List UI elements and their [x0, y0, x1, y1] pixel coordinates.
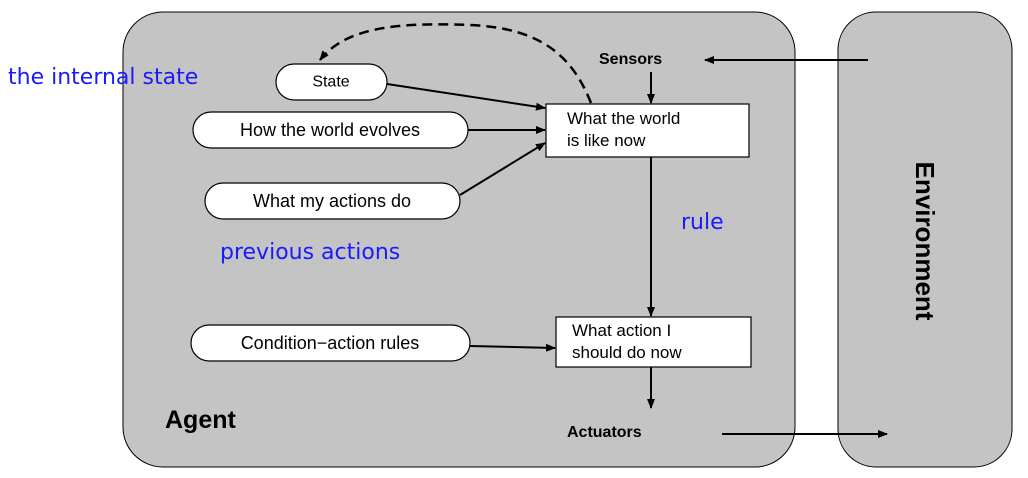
- box-world-now: What the world is like now: [545, 103, 750, 158]
- arrow-actions-to-world: [459, 142, 546, 196]
- oval-world-evolves: How the world evolves: [192, 111, 469, 149]
- box-world-now-label: What the world is like now: [567, 109, 685, 150]
- actuators-label: Actuators: [567, 424, 642, 441]
- environment-panel: [837, 11, 1013, 468]
- annotation-internal-state: the internal state: [8, 65, 198, 90]
- box-world-now-line2: is like now: [567, 131, 646, 150]
- box-world-now-line1: What the world: [567, 109, 680, 128]
- box-action-now-line2: should do now: [572, 343, 682, 362]
- oval-condition-rules: Condition−action rules: [190, 324, 471, 362]
- oval-actions-do-label: What my actions do: [253, 191, 411, 211]
- agent-label: Agent: [165, 406, 237, 434]
- oval-state-label: State: [312, 74, 349, 91]
- sensors-label: Sensors: [599, 51, 662, 68]
- box-action-now-line1: What action I: [572, 321, 671, 340]
- environment-label: Environment: [910, 162, 940, 321]
- oval-state: State: [275, 63, 388, 101]
- box-action-now: What action I should do now: [555, 316, 752, 368]
- oval-condition-rules-label: Condition−action rules: [241, 333, 420, 353]
- box-action-now-label: What action I should do now: [572, 321, 682, 362]
- oval-actions-do: What my actions do: [204, 182, 461, 220]
- arrow-rules-to-action: [469, 343, 556, 352]
- arrow-world-to-state-dashed: [319, 23, 593, 104]
- annotation-previous-actions: previous actions: [220, 240, 400, 265]
- arrow-state-to-world: [386, 83, 546, 111]
- oval-world-evolves-label: How the world evolves: [240, 120, 420, 140]
- annotation-rule: rule: [681, 210, 724, 235]
